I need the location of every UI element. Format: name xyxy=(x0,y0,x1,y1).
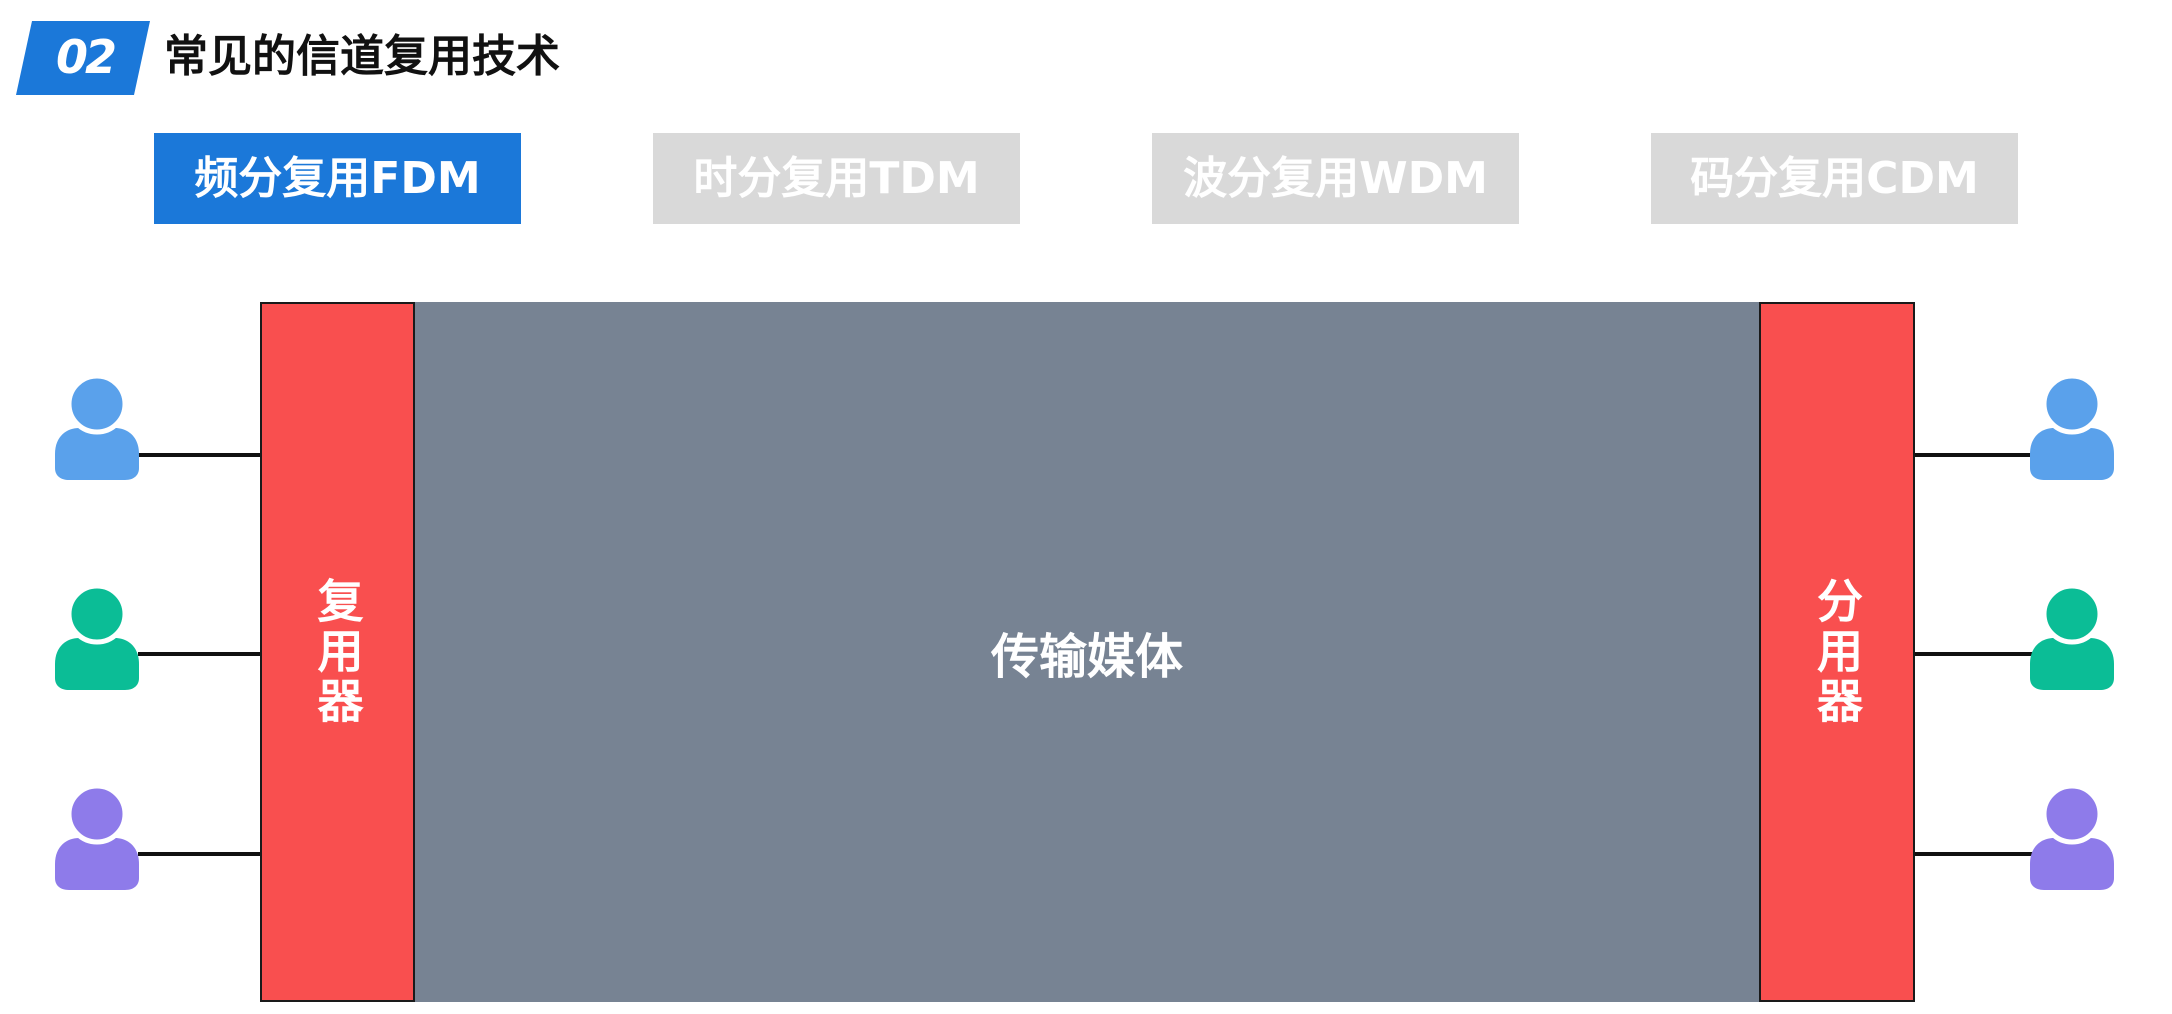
left-line-2 xyxy=(138,652,260,656)
multiplexer-block: 复用器 xyxy=(260,302,415,1002)
page-title: 常见的信道复用技术 xyxy=(164,31,560,82)
tab-wdm[interactable]: 波分复用WDM xyxy=(1152,133,1519,224)
multiplexer-label: 复用器 xyxy=(310,577,365,727)
right-line-1 xyxy=(1915,453,2037,457)
left-line-1 xyxy=(138,453,260,457)
user-icon xyxy=(55,784,139,890)
transmission-medium-label: 传输媒体 xyxy=(990,629,1183,685)
demultiplexer-block: 分用器 xyxy=(1759,302,1915,1002)
tab-fdm[interactable]: 频分复用FDM xyxy=(154,133,521,224)
user-icon xyxy=(2030,374,2114,480)
user-icon xyxy=(55,584,139,690)
badge-shape xyxy=(16,21,150,95)
user-icon xyxy=(2030,584,2114,690)
section-badge: 02 xyxy=(16,21,150,95)
transmission-medium-block: 传输媒体 xyxy=(415,302,1759,1002)
tab-cdm[interactable]: 码分复用CDM xyxy=(1651,133,2018,224)
user-icon xyxy=(2030,784,2114,890)
user-icon xyxy=(55,374,139,480)
tab-tdm[interactable]: 时分复用TDM xyxy=(653,133,1020,224)
left-line-3 xyxy=(138,852,260,856)
right-line-3 xyxy=(1915,852,2037,856)
right-line-2 xyxy=(1915,652,2037,656)
demultiplexer-label: 分用器 xyxy=(1810,577,1864,727)
section-number: 02 xyxy=(55,30,117,84)
